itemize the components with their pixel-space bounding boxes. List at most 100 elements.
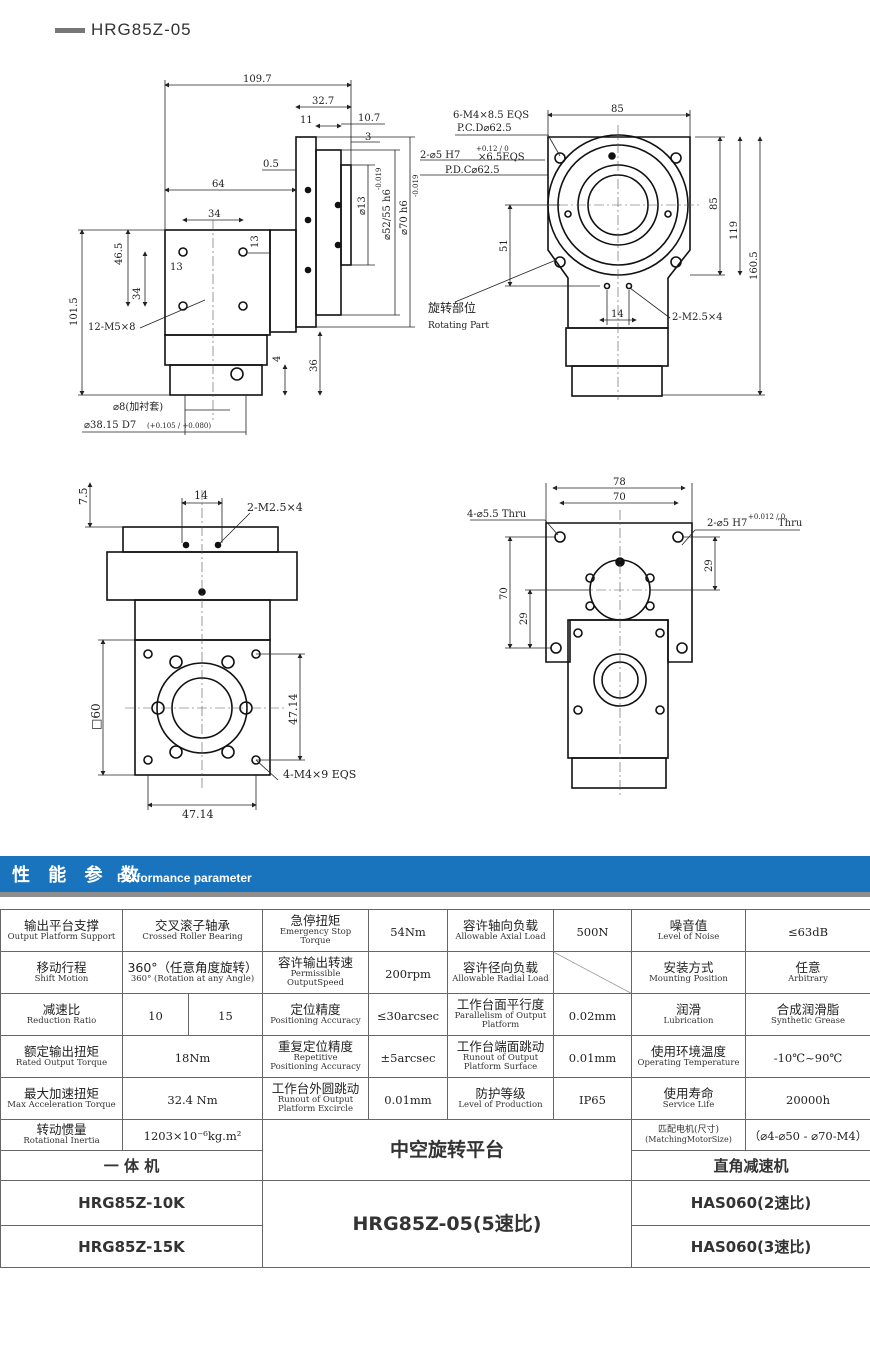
dim-label: 32.7 xyxy=(312,96,334,107)
param-name: 噪音值 xyxy=(669,917,708,933)
dim-label: 119 xyxy=(729,221,740,240)
dim-label: 13 xyxy=(250,235,261,248)
param-value-en: Synthetic Grease xyxy=(771,1015,845,1026)
param-name-en: Positioning Accuracy xyxy=(270,1015,361,1026)
hole-label: Thru xyxy=(778,518,803,529)
tolerance-label: (+0.105 / +0.080) xyxy=(147,422,211,430)
param-name: 润滑 xyxy=(675,1001,701,1017)
param-name-en: Platform Excircle xyxy=(277,1104,354,1115)
param-name: 防护等级 xyxy=(475,1085,526,1101)
param-name-en: Max Acceleration Torque xyxy=(7,1099,116,1110)
param-name-en: Lubrication xyxy=(663,1015,714,1026)
param-name: 匹配电机(尺寸) xyxy=(657,1124,720,1135)
param-name-en: Rotational Inertia xyxy=(23,1136,100,1147)
hole-label: ×6.5EQS xyxy=(478,152,525,163)
param-value-en: Arbitrary xyxy=(788,973,828,984)
dim-label: 70 xyxy=(499,587,510,600)
param-value: 10 xyxy=(148,1008,163,1023)
model-name: HRG85Z-10K xyxy=(78,1194,185,1213)
param-name: 定位精度 xyxy=(290,1001,341,1017)
param-name-en: Level of Production xyxy=(458,1099,543,1110)
pcd-label: P.C.D⌀62.5 xyxy=(457,123,512,134)
dim-label: 10.7 xyxy=(358,113,380,124)
param-name: 工作台端面跳动 xyxy=(456,1039,545,1055)
pcd-label: P.D.C⌀62.5 xyxy=(445,165,500,176)
param-name-en: Shift Motion xyxy=(34,973,89,984)
dim-label: 7.5 xyxy=(77,488,90,506)
param-name-en: Output Platform Support xyxy=(7,931,116,942)
param-name-en: Level of Noise xyxy=(657,931,720,942)
dim-label: 36 xyxy=(309,359,320,372)
param-name: 重复定位精度 xyxy=(277,1039,353,1055)
param-name: 移动行程 xyxy=(36,959,87,975)
tolerance-label: -0.019 xyxy=(375,168,383,190)
param-value: 500N xyxy=(576,924,609,939)
param-name: 容许轴向负载 xyxy=(462,917,538,933)
dim-label: 14 xyxy=(194,489,208,502)
param-name-en: Rated Output Torque xyxy=(15,1057,108,1068)
param-value: ±5arcsec xyxy=(380,1050,436,1065)
page-header: HRG85Z-05 xyxy=(55,16,192,44)
param-name-en: Runout of Output xyxy=(277,1095,354,1106)
param-name: 使用环境温度 xyxy=(650,1043,726,1059)
param-value: IP65 xyxy=(579,1092,606,1107)
param-name: 急停扭矩 xyxy=(290,913,341,929)
param-name-en: Positioning Accuracy xyxy=(270,1062,361,1073)
param-value: 200rpm xyxy=(385,966,431,981)
param-value: 15 xyxy=(218,1008,233,1023)
dim-label: 13 xyxy=(170,262,183,273)
view-top xyxy=(547,134,691,397)
param-value: 0.02mm xyxy=(568,1008,617,1023)
param-name-en: Allowable Radial Load xyxy=(452,973,549,984)
hole-label: 2-⌀5 H7 xyxy=(420,150,460,161)
param-name: 额定输出扭矩 xyxy=(23,1043,99,1059)
param-value: 1203×10⁻⁶kg.m² xyxy=(143,1129,242,1144)
thread-label: 2-M2.5×4 xyxy=(247,501,303,514)
param-name-en: Permissible OutputSpeed xyxy=(287,969,344,989)
dim-label: 85 xyxy=(611,104,624,115)
dim-label: 29 xyxy=(519,612,530,625)
model-title: HRG85Z-05 xyxy=(91,20,192,39)
dim-label: ⌀70 h6 xyxy=(399,200,410,235)
param-name: 安装方式 xyxy=(663,959,714,975)
param-value: 54Nm xyxy=(390,924,426,939)
param-name-en: Emergency Stop Torque xyxy=(279,927,352,947)
param-name: 输出平台支撑 xyxy=(23,917,99,933)
param-value: 360°（任意角度旋转） xyxy=(127,959,258,975)
dim-label: ⌀52/55 h6 xyxy=(382,189,393,240)
dim-label: □60 xyxy=(89,703,103,730)
dim-label: 3 xyxy=(365,132,371,143)
table-row: 一 体 机 直角减速机 xyxy=(0,1150,870,1181)
param-value: 20000h xyxy=(786,1092,830,1107)
technical-drawing: 109.7 32.7 11 10.7 3 0.5 64 34 46.5 13 1… xyxy=(69,74,803,821)
param-name: 容许输出转速 xyxy=(277,955,353,971)
dim-label: 70 xyxy=(613,492,626,503)
param-name: 工作台外圆跳动 xyxy=(271,1081,360,1097)
section-title-en: Performance parameter xyxy=(117,871,252,885)
param-value: （⌀4-⌀50 - ⌀70-M4） xyxy=(748,1129,868,1144)
param-name: 减速比 xyxy=(42,1001,81,1017)
param-value-en: 360° (Rotation at any Angle) xyxy=(130,973,255,984)
dim-label: 109.7 xyxy=(243,74,272,85)
param-name-en: Reduction Ratio xyxy=(26,1015,97,1026)
tolerance-label: -0.019 xyxy=(412,175,420,197)
hole-label: 4-⌀5.5 Thru xyxy=(467,509,527,520)
param-name-en: Service Life xyxy=(662,1099,715,1110)
dim-label: ⌀13 xyxy=(357,196,368,215)
param-name-en: Mounting Position xyxy=(649,973,728,984)
param-name-en: Repetitive xyxy=(293,1053,338,1064)
view-side xyxy=(164,136,352,396)
model-name: HRG85Z-05(5速比) xyxy=(352,1212,542,1235)
param-value: -10℃~90℃ xyxy=(773,1050,843,1065)
dim-label: 29 xyxy=(704,559,715,572)
section-divider xyxy=(0,892,870,897)
param-value-en: Crossed Roller Bearing xyxy=(142,931,243,942)
param-value: 0.01mm xyxy=(568,1050,617,1065)
param-value: ≤63dB xyxy=(787,924,829,939)
dim-label: 51 xyxy=(499,239,510,252)
dim-label: 64 xyxy=(212,179,225,190)
thread-label: 2-M2.5×4 xyxy=(672,312,723,323)
